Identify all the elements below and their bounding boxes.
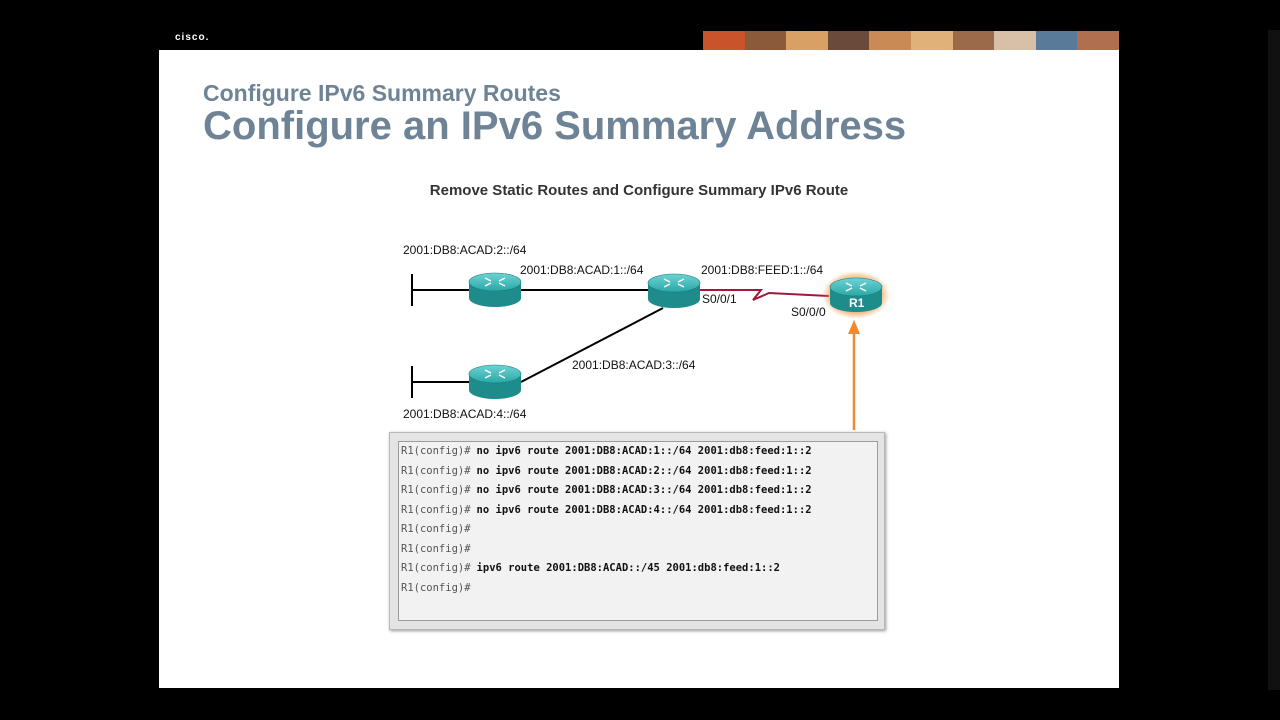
cli-output: R1(config)#no ipv6 route 2001:DB8:ACAD:1…	[398, 441, 878, 621]
photo-strip	[703, 31, 1119, 50]
cli-line: R1(config)#	[399, 520, 877, 540]
cli-line: R1(config)#no ipv6 route 2001:DB8:ACAD:2…	[399, 462, 877, 482]
router-icon-1	[469, 273, 521, 307]
router-icon-3	[648, 274, 700, 308]
label-s001: S0/0/1	[702, 292, 737, 306]
slide: Configure IPv6 Summary Routes Configure …	[159, 50, 1119, 688]
label-net2: 2001:DB8:ACAD:2::/64	[403, 243, 526, 257]
label-feed: 2001:DB8:FEED:1::/64	[701, 263, 823, 277]
top-bar: cisco.	[0, 0, 1280, 50]
router-icon-2	[469, 365, 521, 399]
cli-line: R1(config)#no ipv6 route 2001:DB8:ACAD:1…	[399, 442, 877, 462]
cli-line: R1(config)#	[399, 579, 877, 599]
label-net4: 2001:DB8:ACAD:4::/64	[403, 407, 526, 421]
label-s000: S0/0/0	[791, 305, 826, 319]
network-topology	[159, 50, 1119, 430]
label-net3: 2001:DB8:ACAD:3::/64	[572, 358, 695, 372]
router-label-r1: R1	[849, 296, 864, 310]
highlight-arrow-head	[848, 320, 860, 334]
label-net1: 2001:DB8:ACAD:1::/64	[520, 263, 643, 277]
cli-line: R1(config)#no ipv6 route 2001:DB8:ACAD:3…	[399, 481, 877, 501]
cisco-logo: cisco.	[175, 32, 209, 43]
cli-line: R1(config)#ipv6 route 2001:DB8:ACAD::/45…	[399, 559, 877, 579]
cli-line: R1(config)#no ipv6 route 2001:DB8:ACAD:4…	[399, 501, 877, 521]
cli-console: R1(config)#no ipv6 route 2001:DB8:ACAD:1…	[389, 432, 885, 630]
cli-line: R1(config)#	[399, 540, 877, 560]
scrollbar[interactable]	[1268, 30, 1280, 690]
